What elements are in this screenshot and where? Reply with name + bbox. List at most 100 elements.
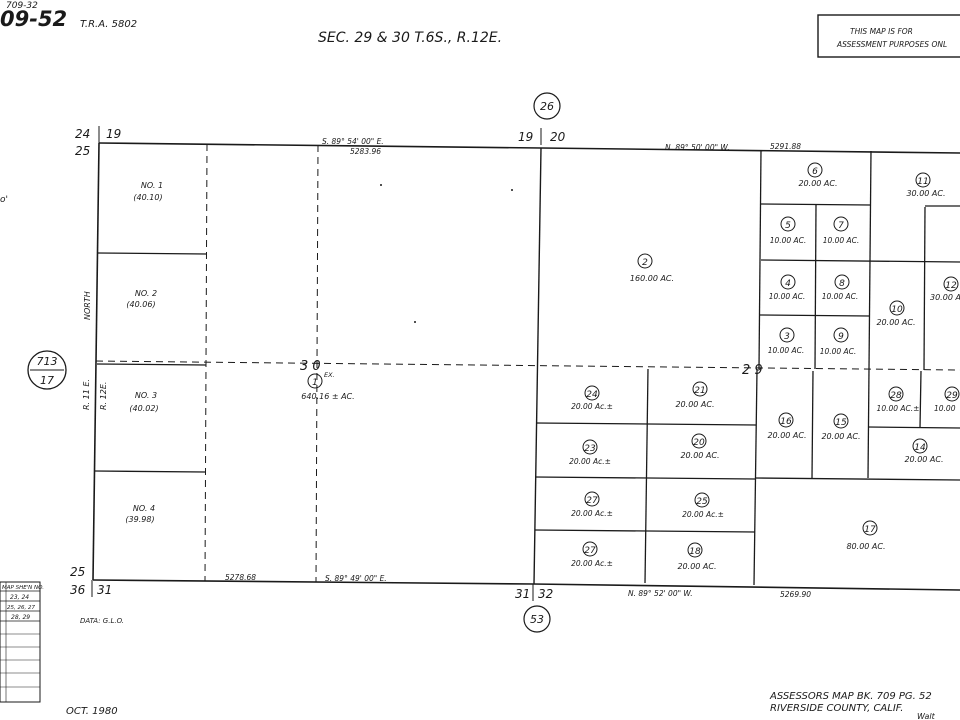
parcel-23[interactable]: 23 20.00 Ac.± [569,439,611,466]
parcel-27[interactable]: 27 20.00 Ac.± [571,491,613,518]
assessor-line-1: ASSESSORS MAP BK. 709 PG. 52 [769,691,932,702]
corner-tl-19: 19 [106,127,121,141]
book-page-number: 09-52 [0,7,67,31]
parcel-26[interactable]: 27 20.00 Ac.± [571,541,613,568]
svg-text:160.00 AC.: 160.00 AC. [630,274,674,283]
svg-text:20.00 Ac.±: 20.00 Ac.± [571,559,613,568]
corner-tl-24: 24 [75,127,90,141]
lot-4-name: NO. 4 [133,504,155,513]
svg-text:10.00 AC.: 10.00 AC. [820,347,857,356]
parcel-8[interactable]: 8 10.00 AC. [822,274,859,301]
svg-text:3: 3 [784,332,790,342]
parcel-28[interactable]: 28 10.00 AC.± [877,386,920,413]
svg-text:30.00 AC: 30.00 AC [930,293,960,302]
lot-1-name: NO. 1 [141,181,163,190]
svg-text:12: 12 [945,281,957,291]
parcel-16[interactable]: 16 20.00 AC. [767,412,807,440]
r11e-label: R. 11 E. [82,379,91,410]
svg-text:10.00 AC.±: 10.00 AC.± [877,404,920,413]
index-table-header: MAP SHE'N NO. [2,585,44,591]
parcel-1[interactable]: 1 EX. 640.16 ± AC. [301,371,354,401]
svg-text:10: 10 [891,305,903,315]
parcel-3[interactable]: 3 10.00 AC. [768,327,805,355]
svg-text:25: 25 [696,497,708,507]
svg-text:2: 2 [642,258,648,268]
parcel-17[interactable]: 17 80.00 AC. [846,520,886,551]
parcel-21[interactable]: 21 20.00 AC. [675,381,715,409]
svg-text:29: 29 [946,391,958,401]
parcel-12[interactable]: 12 30.00 AC [930,276,960,302]
assessor-line-2: RIVERSIDE COUNTY, CALIF. [770,703,903,714]
distance-top-left: 5283.96 [350,147,381,156]
svg-text:20.00 AC.: 20.00 AC. [876,318,915,327]
corner-tl-25: 25 [75,144,90,158]
signature: Walt [917,712,936,720]
notice-line-1: THIS MAP IS FOR [850,27,913,36]
parcel-18[interactable]: 18 20.00 AC. [677,542,717,571]
parcel-29[interactable]: 29 10.00 [934,386,960,413]
svg-text:20: 20 [693,438,705,448]
tra-number: T.R.A. 5802 [80,19,137,30]
bearing-bottom-right: N. 89° 52' 00" W. [628,589,693,598]
svg-text:6: 6 [812,167,818,177]
north-label: NORTH [83,291,92,320]
edge-mark: o' [0,195,8,205]
parcel-9[interactable]: 9 10.00 AC. [820,327,857,356]
corner-tm-19: 19 [518,130,533,144]
svg-text:20.00 AC.: 20.00 AC. [677,562,716,571]
corner-bl-25: 25 [70,565,85,579]
map-date: OCT. 1980 [66,706,118,717]
assessment-notice-box [817,14,960,58]
svg-text:9: 9 [838,332,844,342]
svg-text:1: 1 [312,378,318,388]
parcel-25[interactable]: 25 20.00 Ac.± [682,492,724,519]
parcel-5[interactable]: 5 10.00 AC. [770,216,807,245]
parcel-11[interactable]: 11 30.00 AC. [906,172,946,198]
svg-text:7: 7 [838,221,844,231]
svg-text:20.00 AC.: 20.00 AC. [675,400,714,409]
svg-text:80.00 AC.: 80.00 AC. [846,542,885,551]
lot-4-area: (39.98) [125,515,154,524]
distance-bottom-left: 5278.68 [225,573,256,582]
parcel-4[interactable]: 4 10.00 AC. [769,274,806,301]
book-page-small: 709-32 [6,1,38,11]
quarter-lines [95,143,960,583]
page-ref-bottom: 53 [523,605,551,633]
svg-text:10.00: 10.00 [934,404,956,413]
svg-text:17: 17 [864,525,876,535]
svg-text:20.00 Ac.±: 20.00 Ac.± [571,402,613,411]
map-index-table: MAP SHE'N NO. 23, 24 25, 26, 27 28, 29 [0,581,44,703]
svg-text:24: 24 [586,390,598,400]
parcel-15[interactable]: 15 20.00 AC. [821,413,861,441]
r12e-label: R. 12E. [99,382,108,410]
distance-top-right: 5291.88 [770,142,801,151]
bearing-top-left: S. 89° 54' 00" E. [322,137,384,146]
svg-text:20.00 AC.: 20.00 AC. [680,451,719,460]
svg-text:4: 4 [785,279,791,289]
parcel-7[interactable]: 7 10.00 AC. [823,216,860,245]
svg-text:5: 5 [785,221,791,231]
parcel-2[interactable]: 2 160.00 AC. [630,253,674,283]
parcel-6[interactable]: 6 20.00 AC. [798,162,838,188]
parcel-10[interactable]: 10 20.00 AC. [876,300,916,327]
section-29-label: 2 9 [742,363,763,378]
svg-text:10.00 AC.: 10.00 AC. [823,236,860,245]
corner-bl-31: 31 [97,583,112,597]
parcel-24[interactable]: 24 20.00 Ac.± [571,385,613,411]
section-boundaries [92,142,960,591]
svg-text:713: 713 [37,355,58,368]
svg-text:640.16 ± AC.: 640.16 ± AC. [301,392,354,401]
parcel-14[interactable]: 14 20.00 AC. [904,438,944,464]
svg-text:8: 8 [839,279,845,289]
section-30-label: 3 0 [300,359,321,374]
svg-text:23: 23 [584,444,596,454]
svg-text:21: 21 [694,386,705,396]
svg-text:10.00 AC.: 10.00 AC. [770,236,807,245]
map-title: SEC. 29 & 30 T.6S., R.12E. [318,30,502,46]
parcel-20[interactable]: 20 20.00 AC. [680,433,720,460]
svg-text:17: 17 [40,374,54,387]
corner-bl-36: 36 [70,583,86,597]
distance-bottom-right: 5269.90 [780,590,811,599]
svg-text:16: 16 [780,417,792,427]
svg-text:EX.: EX. [324,371,335,379]
